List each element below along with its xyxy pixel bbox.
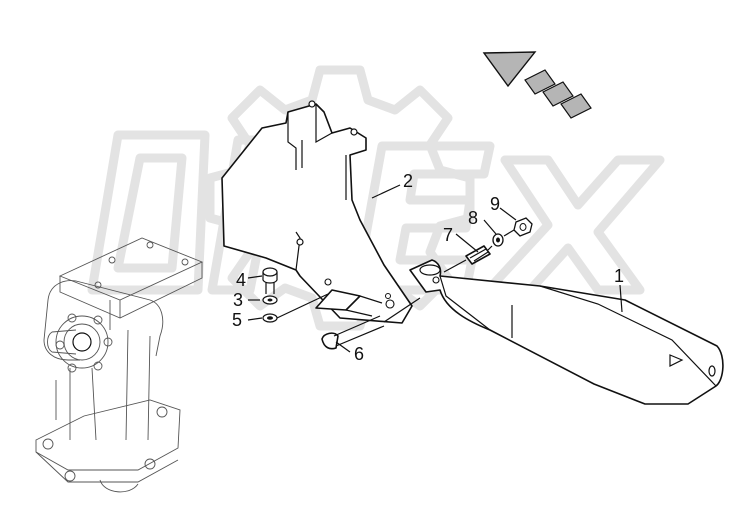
- callout-5: 5: [232, 310, 242, 330]
- direction-arrow-icon: [482, 51, 592, 119]
- shield-plate: [221, 100, 413, 324]
- assembly-line: [276, 293, 329, 319]
- callout-7: 7: [443, 225, 453, 245]
- callout-3: 3: [233, 290, 243, 310]
- spring-washer: [492, 233, 504, 247]
- mounting-arm: [409, 259, 724, 405]
- callout-6: 6: [354, 344, 364, 364]
- callout-1: 1: [614, 266, 624, 286]
- threaded-stud: [443, 245, 491, 273]
- nut: [262, 313, 278, 323]
- callout-2: 2: [403, 171, 413, 191]
- assembly-line: [487, 229, 515, 251]
- callout-8: 8: [468, 208, 478, 228]
- callout-leaders: [247, 184, 623, 353]
- carriage-bolt: [321, 297, 421, 350]
- callout-4: 4: [236, 270, 246, 290]
- washer: [262, 295, 278, 305]
- bolt: [262, 267, 278, 294]
- hex-nut: [513, 217, 533, 237]
- callout-9: 9: [490, 194, 500, 214]
- gearbox-housing: [35, 237, 204, 493]
